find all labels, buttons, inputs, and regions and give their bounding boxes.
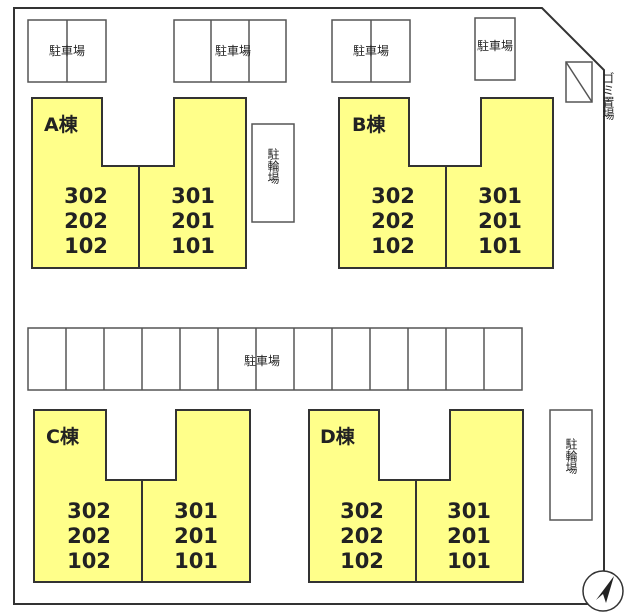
garbage-area-label: ゴミ置場 [601,71,615,121]
north-arrow-icon [582,570,624,612]
unit-number: 102 [371,234,415,258]
parking-area-top-1: 駐車場 [27,19,107,83]
parking-label: 駐車場 [49,43,85,58]
building-b: B棟 302 202 102 301 201 101 [338,97,554,269]
unit-number: 202 [340,524,384,548]
unit-number: 301 [447,499,491,523]
building-name: D棟 [320,425,356,448]
parking-area-center: 駐車場 [27,327,523,391]
unit-number: 202 [371,209,415,233]
bicycle-parking-label: 駐輪場 [266,147,280,185]
unit-number: 301 [174,499,218,523]
unit-number: 101 [478,234,522,258]
unit-number: 202 [64,209,108,233]
unit-number: 202 [67,524,111,548]
building-a: A棟 302 202 102 301 201 101 [31,97,247,269]
building-name: C棟 [46,425,80,448]
unit-number: 201 [447,524,491,548]
unit-number: 201 [171,209,215,233]
parking-label: 駐車場 [353,43,389,58]
unit-number: 302 [67,499,111,523]
unit-number: 101 [171,234,215,258]
unit-number: 101 [447,549,491,573]
unit-number: 102 [64,234,108,258]
building-name: B棟 [352,113,386,136]
unit-number: 302 [340,499,384,523]
parking-label: 駐車場 [244,353,280,368]
unit-number: 301 [478,184,522,208]
unit-number: 102 [340,549,384,573]
parking-area-top-3: 駐車場 [331,19,411,83]
unit-number: 201 [174,524,218,548]
unit-number: 102 [67,549,111,573]
bicycle-parking-right: 駐輪場 [549,409,593,521]
unit-number: 302 [371,184,415,208]
garbage-area: ゴミ置場 [565,61,615,121]
parking-area-top-4: 駐車場 [474,17,516,81]
bicycle-parking-label: 駐輪場 [564,437,578,475]
unit-number: 302 [64,184,108,208]
unit-number: 101 [174,549,218,573]
parking-label: 駐車場 [477,38,513,53]
parking-label: 駐車場 [215,43,251,58]
building-d: D棟 302 202 102 301 201 101 [308,409,524,583]
building-name: A棟 [44,113,79,136]
building-c: C棟 302 202 102 301 201 101 [33,409,251,583]
unit-number: 301 [171,184,215,208]
unit-number: 201 [478,209,522,233]
bicycle-parking-top: 駐輪場 [251,123,295,223]
parking-area-top-2: 駐車場 [173,19,287,83]
